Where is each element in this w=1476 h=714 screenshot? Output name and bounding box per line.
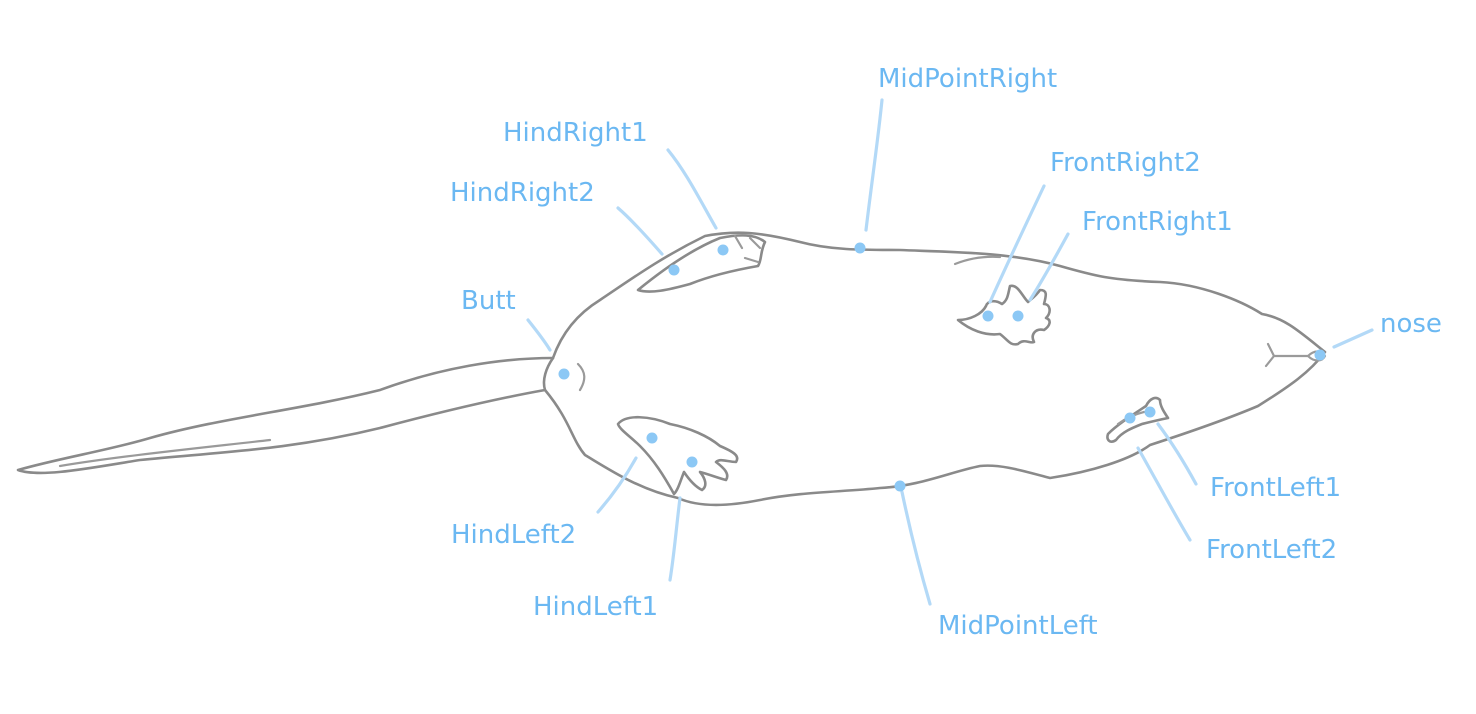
- rat-tail-inner: [58, 438, 272, 468]
- keypoint-front-left-1: [1144, 406, 1156, 418]
- keypoint-front-right-2: [982, 310, 994, 322]
- leader-line-butt: [526, 318, 552, 352]
- keypoint-hind-right-2: [668, 264, 680, 276]
- keypoint-front-right-1: [1012, 310, 1024, 322]
- label-hind-right-2: HindRight2: [450, 178, 595, 208]
- leader-line-front-left-2: [1136, 446, 1192, 542]
- label-hind-right-1: HindRight1: [503, 118, 648, 148]
- keypoint-front-left-2: [1124, 412, 1136, 424]
- rat-body-outline: [542, 231, 1327, 507]
- leader-line-nose: [1332, 328, 1374, 349]
- label-hind-left-2: HindLeft2: [451, 520, 577, 550]
- leader-line-hind-left-1: [668, 496, 682, 582]
- keypoint-hind-right-1: [717, 244, 729, 256]
- rat-butt-notch: [576, 362, 586, 392]
- label-nose: nose: [1380, 309, 1442, 339]
- label-front-right-2: FrontRight2: [1050, 148, 1201, 178]
- front-left-paw-outline: [1106, 396, 1170, 443]
- label-front-left-1: FrontLeft1: [1210, 473, 1342, 503]
- front-right-paw-outline: [956, 284, 1051, 346]
- label-mid-point-left: MidPointLeft: [938, 611, 1098, 641]
- keypoint-mid-point-right: [854, 242, 866, 254]
- leader-line-front-right-1: [1028, 232, 1070, 302]
- keypoint-hind-left-1: [686, 456, 698, 468]
- rat-back-ridge: [953, 255, 1002, 266]
- rat-tail-outline: [16, 356, 555, 475]
- keypoint-nose: [1314, 349, 1326, 361]
- label-front-right-1: FrontRight1: [1082, 207, 1233, 237]
- leader-line-mid-point-left: [900, 490, 932, 606]
- label-hind-left-1: HindLeft1: [533, 592, 659, 622]
- rat-whiskers: [1264, 342, 1310, 368]
- label-butt: Butt: [461, 286, 516, 316]
- hind-left-foot-outline: [616, 415, 739, 496]
- keypoint-butt: [558, 368, 570, 380]
- label-mid-point-right: MidPointRight: [878, 64, 1058, 94]
- label-front-left-2: FrontLeft2: [1206, 535, 1338, 565]
- leader-line-hind-right-1: [666, 148, 718, 230]
- leader-line-mid-point-right: [864, 98, 884, 232]
- hind-right-foot-outline: [636, 234, 767, 293]
- keypoint-hind-left-2: [646, 432, 658, 444]
- leader-line-hind-right-2: [616, 206, 664, 256]
- leader-line-hind-left-2: [596, 456, 638, 514]
- leader-line-front-left-1: [1156, 422, 1198, 486]
- leader-line-front-right-2: [988, 184, 1046, 304]
- hind-right-toes: [733, 234, 762, 264]
- keypoint-mid-point-left: [894, 480, 906, 492]
